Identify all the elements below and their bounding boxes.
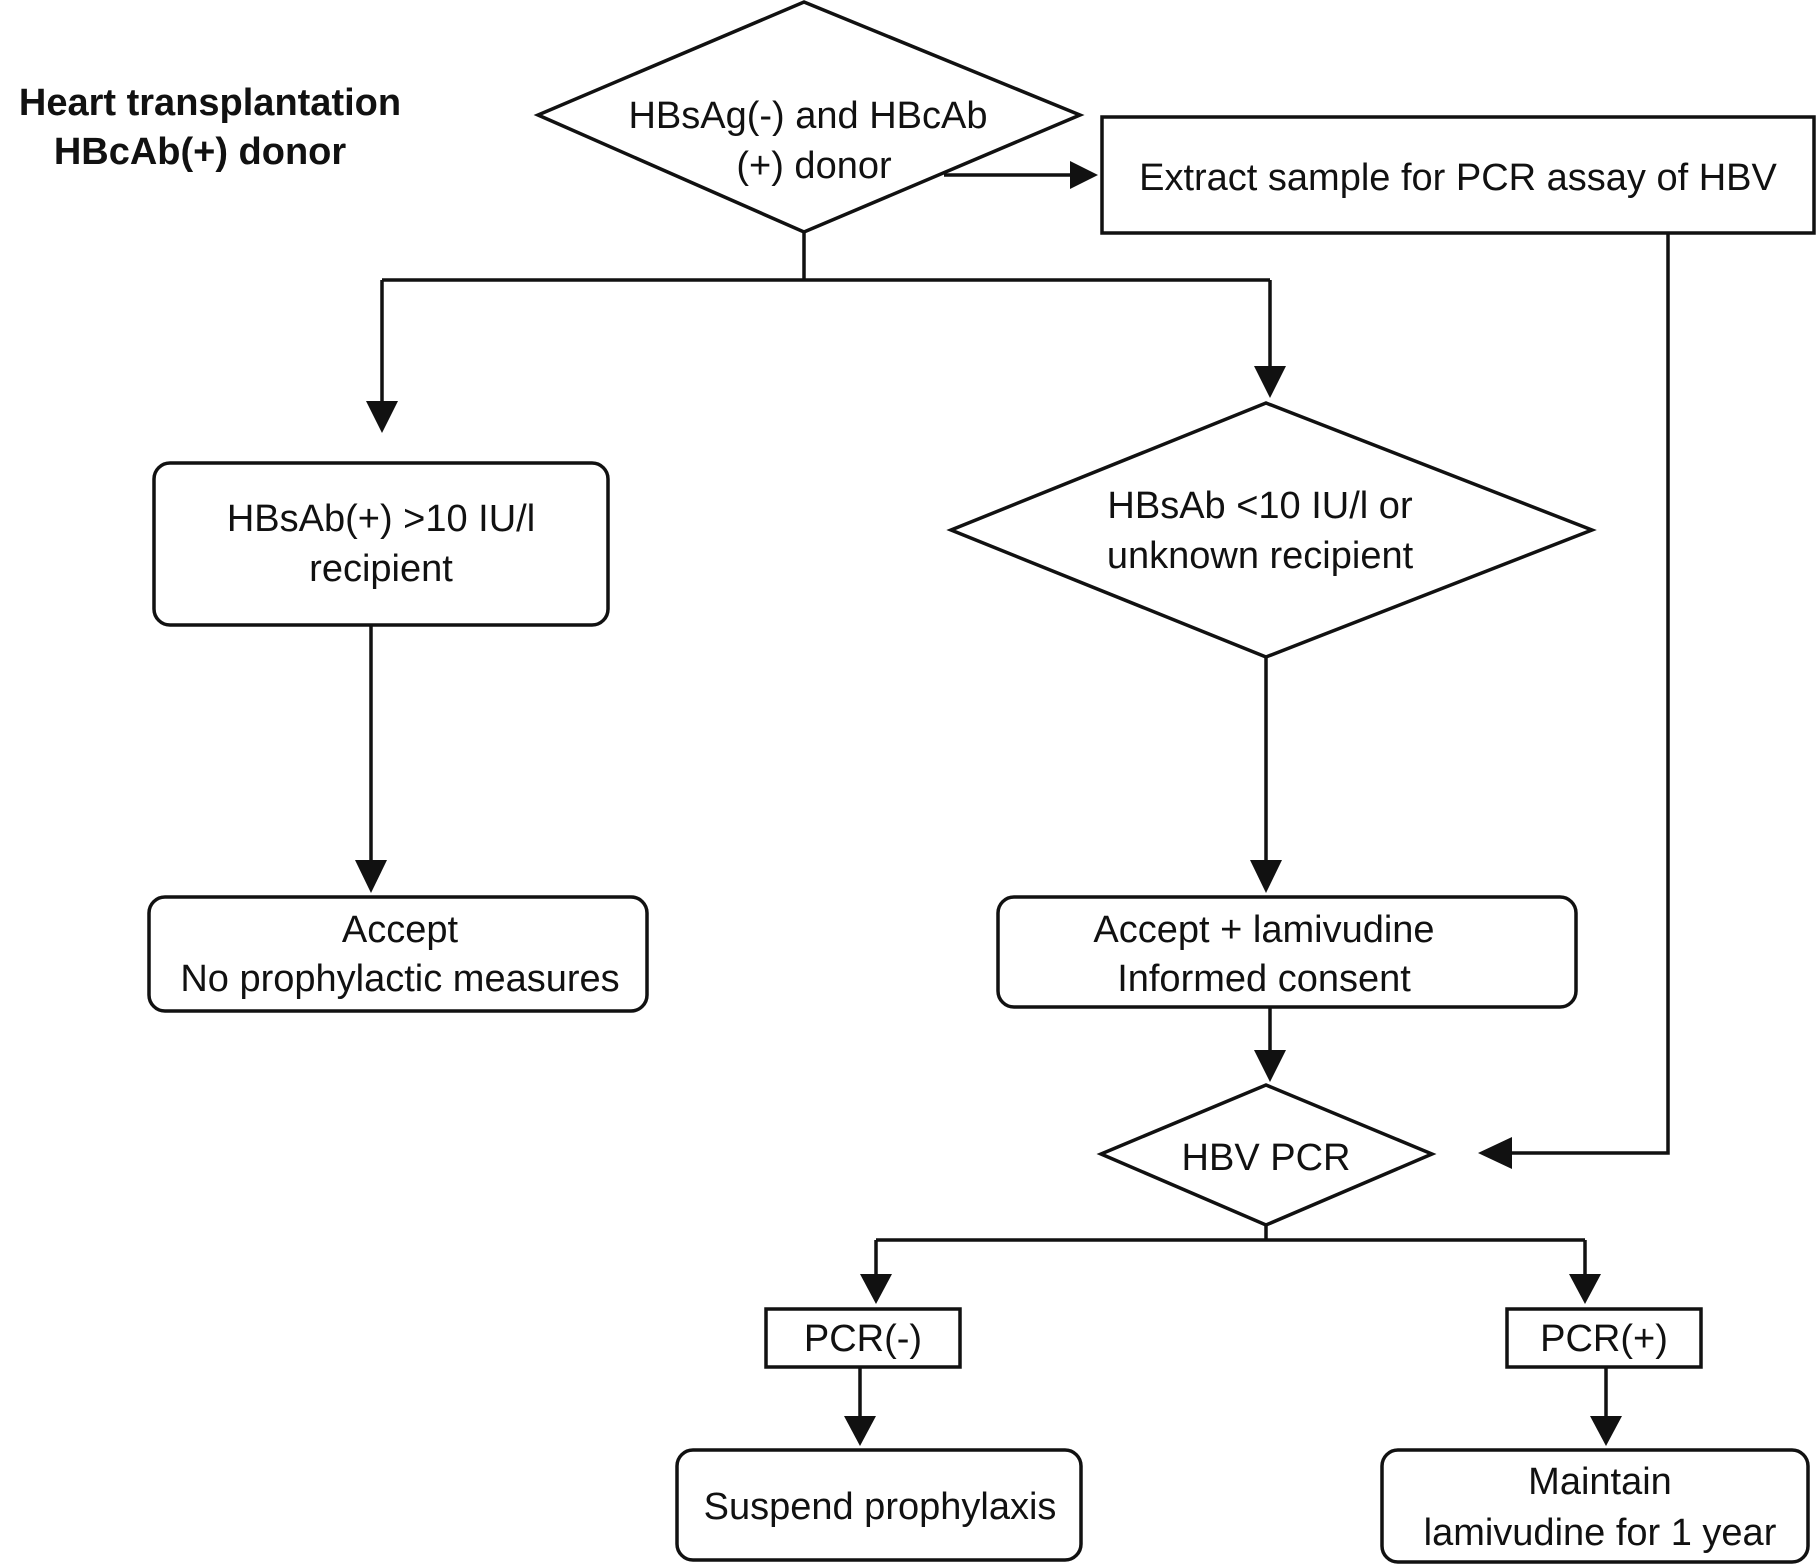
accept-no-prophylaxis-line-2: No prophylactic measures bbox=[180, 958, 619, 1000]
accept-no-prophylaxis-box bbox=[147, 895, 649, 1013]
pcr-positive-box bbox=[1505, 1307, 1703, 1369]
accept-no-prophylaxis-line-1: Accept bbox=[342, 909, 459, 951]
arrowhead-pcr-negative bbox=[860, 1274, 892, 1304]
maintain-lamivudine-line-1: Maintain bbox=[1528, 1461, 1672, 1503]
connector-extract-to-hbv-pcr bbox=[1510, 233, 1670, 1155]
hbsab-negative-line-2: unknown recipient bbox=[1107, 535, 1414, 577]
suspend-prophylaxis-label: Suspend prophylaxis bbox=[704, 1486, 1057, 1528]
arrowhead-extract-sample bbox=[1070, 161, 1098, 189]
extract-sample-box bbox=[1100, 115, 1816, 235]
arrowhead-hbsab-negative bbox=[1254, 366, 1286, 398]
maintain-lamivudine-box bbox=[1380, 1448, 1810, 1564]
maintain-lamivudine-line-2: lamivudine for 1 year bbox=[1424, 1512, 1777, 1554]
hbsab-positive-line-2: recipient bbox=[309, 548, 453, 590]
suspend-prophylaxis-box bbox=[675, 1448, 1083, 1562]
accept-lamivudine-box bbox=[996, 895, 1578, 1009]
arrowhead-accept-lamivudine bbox=[1250, 860, 1282, 893]
accept-lamivudine-line-1: Accept + lamivudine bbox=[1093, 909, 1434, 951]
pcr-negative-label: PCR(-) bbox=[804, 1318, 922, 1360]
arrowhead-suspend-prophylaxis bbox=[844, 1416, 876, 1446]
arrowhead-hbsab-positive bbox=[366, 401, 398, 433]
accept-lamivudine-line-2: Informed consent bbox=[1117, 958, 1411, 1000]
arrowhead-maintain-lamivudine bbox=[1590, 1416, 1622, 1446]
hbv-pcr-label: HBV PCR bbox=[1182, 1137, 1351, 1179]
pcr-negative-box bbox=[764, 1307, 962, 1369]
arrowhead-extract-to-hbv-pcr bbox=[1478, 1137, 1512, 1169]
hbsab-negative-diamond bbox=[946, 401, 1597, 659]
arrowhead-accept-no-prophylaxis bbox=[355, 860, 387, 893]
pcr-positive-label: PCR(+) bbox=[1540, 1318, 1668, 1360]
title-line-1: Heart transplantation bbox=[19, 82, 401, 124]
title-line-2: HBcAb(+) donor bbox=[54, 131, 347, 173]
hbsab-positive-line-1: HBsAb(+) >10 IU/l bbox=[227, 498, 535, 540]
arrowhead-pcr-positive bbox=[1569, 1274, 1601, 1304]
donor-decision-line-2: (+) donor bbox=[736, 145, 892, 187]
donor-decision-line-1: HBsAg(-) and HBcAb bbox=[628, 95, 987, 137]
arrowhead-hbv-pcr bbox=[1254, 1050, 1286, 1082]
hbsab-positive-box bbox=[152, 461, 610, 627]
extract-sample-label: Extract sample for PCR assay of HBV bbox=[1139, 157, 1777, 199]
hbsab-negative-line-1: HBsAb <10 IU/l or bbox=[1107, 485, 1413, 527]
